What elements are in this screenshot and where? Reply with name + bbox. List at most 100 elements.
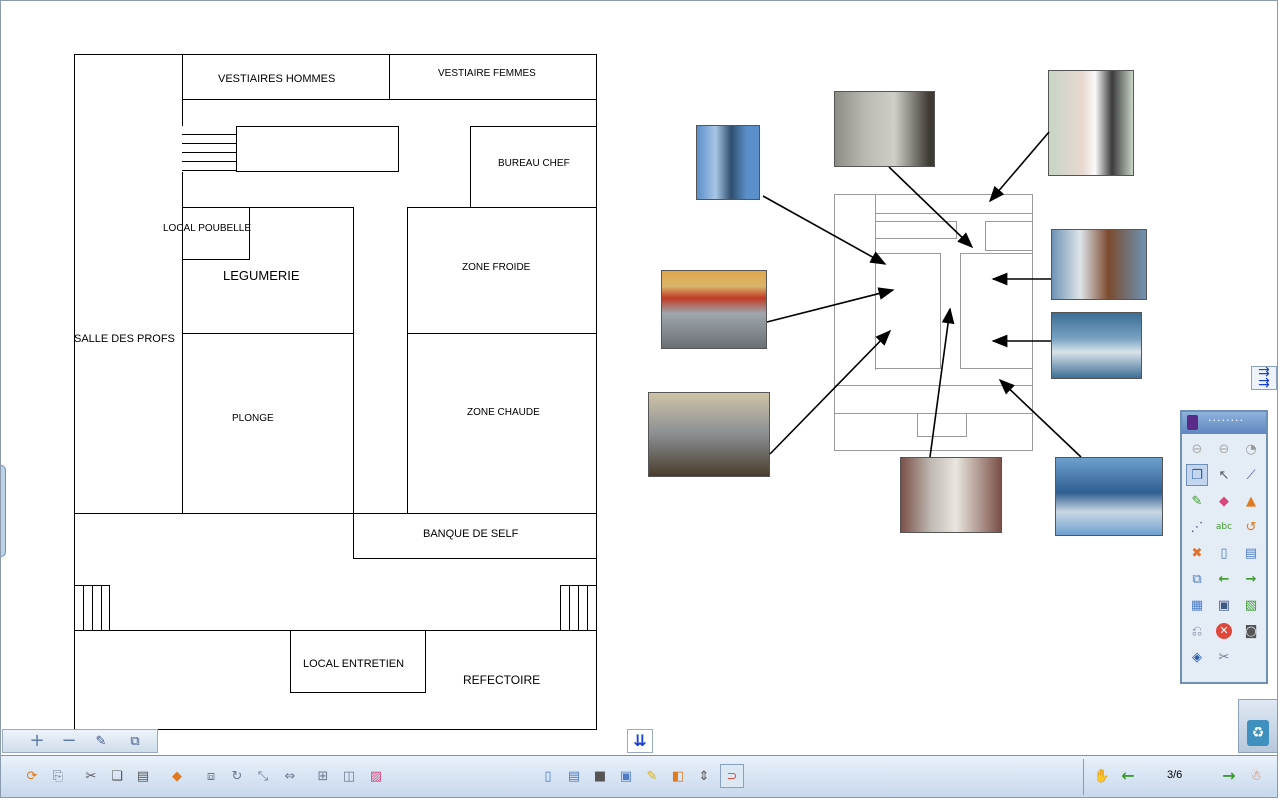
cut-icon[interactable]: ✂: [85, 768, 97, 784]
photo-corridor[interactable]: [900, 457, 1002, 533]
next-page-icon[interactable]: →: [1245, 571, 1257, 587]
table-icon[interactable]: ▦: [1190, 597, 1204, 613]
page-template-icon[interactable]: ▤: [567, 768, 581, 784]
users-icon[interactable]: ☃: [1250, 768, 1262, 784]
add-icon[interactable]: +: [29, 730, 45, 751]
room-label-zone-froide: ZONE FROIDE: [462, 262, 531, 273]
zoom-panel: + − ✎ ⧉: [2, 729, 158, 753]
room-label-plonge: PLONGE: [232, 413, 274, 424]
photo-locker[interactable]: [696, 125, 760, 200]
arrow: [888, 166, 974, 249]
delete-icon[interactable]: ✖: [1191, 545, 1203, 561]
mouse-icon[interactable]: ◔: [1245, 441, 1257, 457]
resize-icon[interactable]: ⤡: [257, 768, 269, 784]
hand-icon[interactable]: ✋: [1093, 768, 1111, 784]
floating-toolbox[interactable]: ········ ⊖ ⊖ ◔ ❐ ↖ ⟋ ✎ ◆ ▲ ⋰ abc ↺ ✖ ▯ ▤…: [1180, 410, 1268, 684]
room-local-poubelle: [182, 207, 250, 260]
edit-icon[interactable]: ✎: [95, 733, 107, 749]
wall-line: [74, 513, 597, 514]
scroll-icon[interactable]: ⇕: [698, 768, 710, 784]
lock-icon[interactable]: ⊞: [317, 768, 329, 784]
room-label-vestiaires-hommes: VESTIAIRES HOMMES: [218, 73, 336, 85]
wall-line: [875, 253, 941, 369]
room-vestiaire-femmes: [389, 54, 597, 100]
remove-icon[interactable]: −: [61, 730, 77, 751]
lined-page-icon[interactable]: ▤: [1244, 545, 1258, 561]
settings-icon[interactable]: ✂: [1218, 649, 1230, 665]
clone-icon[interactable]: ◆: [172, 768, 182, 784]
layer-icon[interactable]: ▨: [369, 768, 383, 784]
recorder-icon[interactable]: ⎌: [1191, 623, 1203, 639]
wall-line: [960, 253, 1033, 369]
photo-changing-room[interactable]: [1048, 70, 1134, 176]
wall-line: [917, 413, 967, 437]
paste-icon[interactable]: ▤: [136, 768, 150, 784]
shapes-icon[interactable]: ▲: [1246, 493, 1256, 509]
toolbox-header[interactable]: ········: [1182, 412, 1266, 434]
prev-page-button[interactable]: ←: [1121, 766, 1135, 785]
room-label-bureau-chef: BUREAU CHEF: [498, 158, 570, 169]
room-label-refectoire: REFECTOIRE: [463, 673, 541, 687]
previous-page-icon[interactable]: ←: [1218, 571, 1230, 587]
flip-icon[interactable]: ⇔: [284, 768, 296, 784]
wall-line: [875, 213, 1033, 214]
photo-self-counter[interactable]: [1055, 457, 1163, 536]
side-panel-tab[interactable]: [0, 465, 6, 557]
floor-plan: SALLE DES PROFS VESTIAIRES HOMMES VESTIA…: [74, 54, 597, 730]
next-page-button[interactable]: →: [1222, 766, 1236, 785]
wall-line: [985, 221, 1033, 251]
bottom-toolbar: ⟳ ⎘ ✂ ❏ ▤ ◆ ⧈ ↻ ⤡ ⇔ ⊞ ◫ ▨ ▯ ▤ ■ ▣ ✎ ◧ ⇕ …: [1, 755, 1277, 798]
magic-wand-icon[interactable]: ⟋: [1246, 467, 1256, 483]
background-color-icon[interactable]: ■: [593, 768, 607, 784]
save-icon[interactable]: ▣: [1217, 597, 1231, 613]
stairs-left: [74, 585, 110, 631]
pen-icon[interactable]: ✎: [1191, 493, 1203, 509]
insert-icon[interactable]: ◧: [671, 768, 685, 784]
magnet-icon[interactable]: ⊃: [720, 764, 744, 788]
rotate-icon[interactable]: ↻: [231, 768, 243, 784]
arrow: [766, 287, 895, 323]
pages-icon[interactable]: ⧉: [130, 733, 140, 749]
photo-cook[interactable]: [1051, 229, 1147, 300]
zoom-out-icon[interactable]: ⊖: [1191, 441, 1203, 457]
photo-fridges[interactable]: [834, 91, 935, 167]
arrow: [929, 307, 955, 458]
photo-vegetable-sink[interactable]: [661, 270, 767, 349]
room-label-zone-chaude: ZONE CHAUDE: [467, 407, 540, 418]
switch-side-icon[interactable]: ⇉⇉: [1251, 365, 1277, 390]
properties-icon[interactable]: ◫: [342, 768, 356, 784]
arrow: [988, 131, 1050, 203]
arrow: [762, 195, 887, 265]
copy-page-icon[interactable]: ❐: [1186, 464, 1208, 486]
new-page-icon[interactable]: ▯: [544, 768, 552, 784]
page-indicator: 3/6: [1167, 769, 1183, 781]
close-icon[interactable]: ✕: [1213, 620, 1235, 642]
duplicate-icon[interactable]: ⧉: [1192, 571, 1202, 587]
open-icon[interactable]: ⟳: [26, 768, 38, 784]
camera-icon[interactable]: ◙: [1244, 623, 1258, 639]
gallery-icon[interactable]: ▧: [1244, 597, 1258, 613]
group-icon[interactable]: ⧈: [206, 768, 216, 784]
import-icon[interactable]: ⎘: [52, 768, 64, 784]
background-image-icon[interactable]: ▣: [619, 768, 633, 784]
recycle-bin[interactable]: ♻: [1238, 699, 1278, 753]
photo-slicer[interactable]: [648, 392, 770, 477]
room-label-vestiaire-femmes: VESTIAIRE FEMMES: [438, 68, 536, 79]
eraser-icon[interactable]: ◆: [1219, 493, 1229, 509]
photo-kitchen-hot[interactable]: [1051, 312, 1142, 379]
room-local-entretien: [290, 630, 426, 693]
line-icon[interactable]: ⋰: [1190, 519, 1204, 535]
undo-icon[interactable]: ↺: [1245, 519, 1257, 535]
stairs-right: [560, 585, 597, 631]
blank-page-icon[interactable]: ▯: [1220, 545, 1228, 561]
note-icon[interactable]: ✎: [646, 768, 658, 784]
zoom-in-icon[interactable]: ⊖: [1218, 441, 1230, 457]
collapse-toolbar-icon[interactable]: ⇊: [627, 729, 653, 753]
wall-line: [875, 221, 957, 239]
corridor-block: [236, 126, 399, 172]
fill-icon[interactable]: ◈: [1192, 649, 1202, 665]
pointer-icon[interactable]: ↖: [1218, 467, 1230, 483]
toolbox-title: ········: [1208, 414, 1244, 427]
copy-icon[interactable]: ❏: [111, 768, 123, 784]
text-icon[interactable]: abc: [1215, 522, 1233, 532]
